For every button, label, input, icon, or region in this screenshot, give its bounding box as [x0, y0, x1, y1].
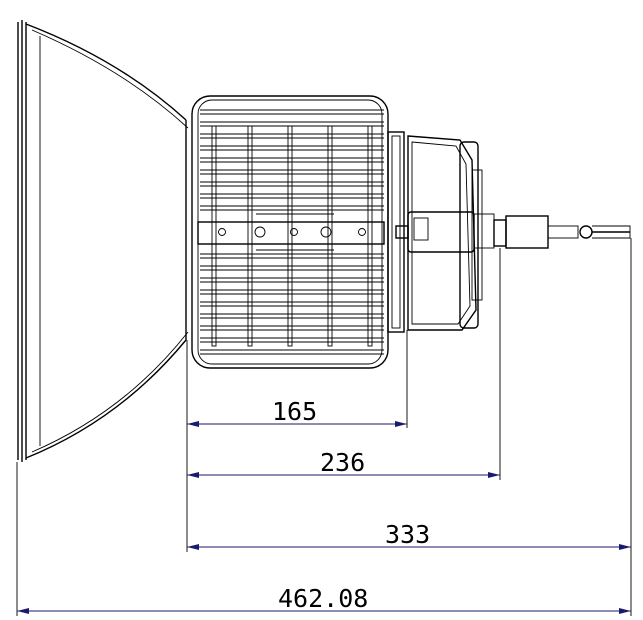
driver-housing: [407, 135, 495, 331]
dimension-236: 236: [187, 448, 500, 478]
heatsink: [191, 95, 389, 369]
heatsink-bar: [367, 125, 373, 347]
heatsink-bar: [327, 125, 333, 347]
extension-lines: [16, 238, 632, 616]
heatsink-fin: [200, 349, 384, 355]
heatsink-bar: [247, 125, 253, 347]
dim-333-label: 333: [385, 520, 430, 549]
heatsink-bar: [287, 125, 293, 347]
reflector: [17, 20, 189, 462]
mounting-flange: [387, 131, 409, 333]
heatsink-bar: [211, 125, 217, 347]
dim-165-label: 165: [272, 397, 317, 426]
heatsink-fin: [200, 109, 384, 115]
heatsink-fin: [200, 121, 384, 127]
dimension-165: 165: [187, 397, 407, 427]
dimension-333: 333: [187, 520, 631, 550]
dim-236-label: 236: [320, 448, 365, 477]
dimension-462: 462.08: [17, 584, 631, 614]
dim-462-label: 462.08: [278, 584, 368, 613]
hanger-stem: [493, 215, 631, 249]
